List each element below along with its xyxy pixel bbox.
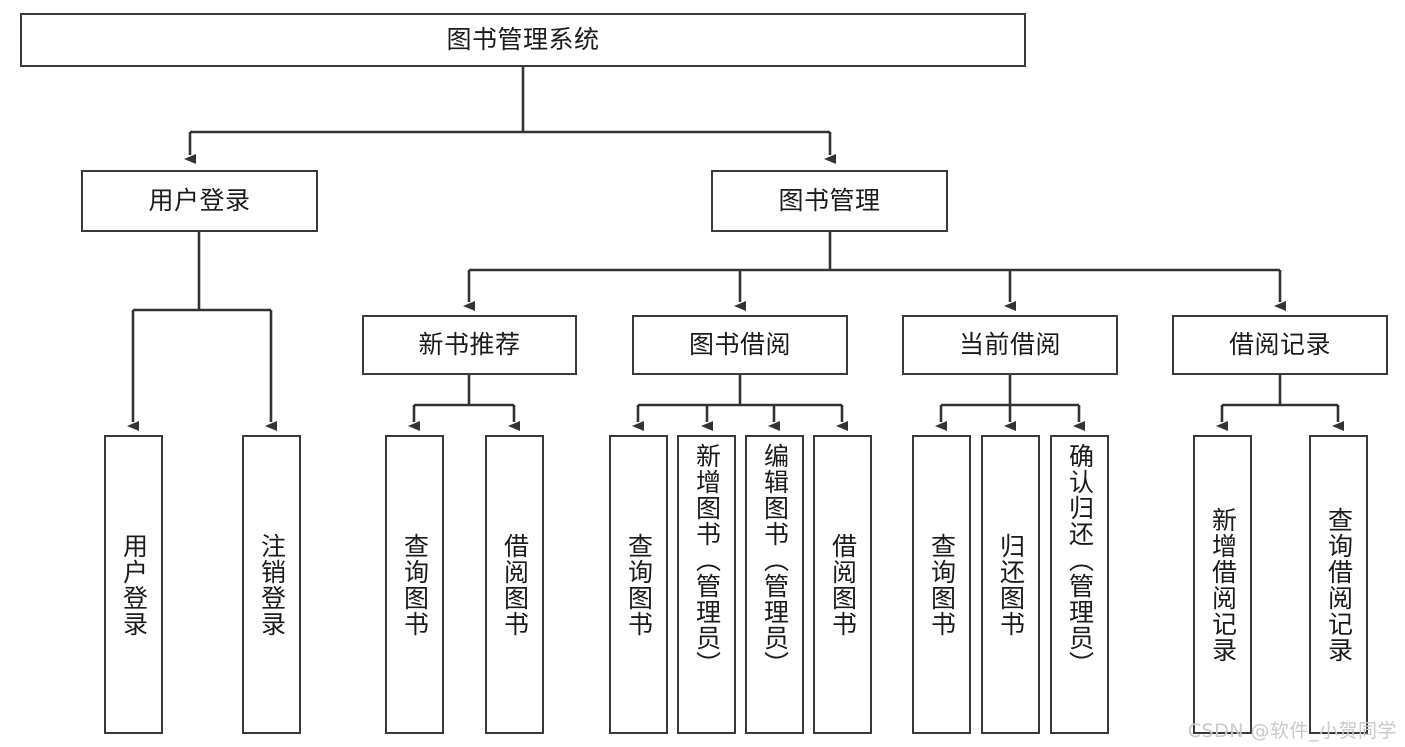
csdn-watermark: CSDN @软件_小贺同学 xyxy=(1187,720,1397,742)
leaf-borrow-book-borrow[interactable]: 借阅图书 xyxy=(813,435,872,734)
node-borrow-record[interactable]: 借阅记录 xyxy=(1172,315,1388,375)
node-user-login[interactable]: 用户登录 xyxy=(81,170,318,232)
leaf-add-borrow-record[interactable]: 新增借阅记录 xyxy=(1193,435,1252,734)
leaf-confirm-return-admin[interactable]: 确认归还（管理员） xyxy=(1050,435,1109,734)
leaf-add-book-admin[interactable]: 新增图书（管理员） xyxy=(677,435,736,734)
leaf-label: 查询图书 xyxy=(927,532,957,637)
leaf-return-book[interactable]: 归还图书 xyxy=(981,435,1040,734)
node-new-book-recommend[interactable]: 新书推荐 xyxy=(362,315,577,375)
node-book-management[interactable]: 图书管理 xyxy=(711,170,948,232)
leaf-label: 借阅图书 xyxy=(828,532,858,637)
node-root-book-management-system[interactable]: 图书管理系统 xyxy=(20,13,1026,67)
node-current-borrow[interactable]: 当前借阅 xyxy=(902,315,1118,375)
leaf-label: 编辑图书（管理员） xyxy=(760,443,790,677)
leaf-user-login[interactable]: 用户登录 xyxy=(104,435,163,734)
leaf-label: 借阅图书 xyxy=(500,532,530,637)
leaf-edit-book-admin[interactable]: 编辑图书（管理员） xyxy=(745,435,804,734)
leaf-label: 新增借阅记录 xyxy=(1208,506,1238,663)
leaf-query-book-current[interactable]: 查询图书 xyxy=(912,435,971,734)
leaf-label: 新增图书（管理员） xyxy=(692,443,722,677)
leaf-label: 注销登录 xyxy=(257,532,287,637)
leaf-query-book-recommend[interactable]: 查询图书 xyxy=(385,435,444,734)
leaf-user-logout[interactable]: 注销登录 xyxy=(242,435,301,734)
leaf-query-borrow-record[interactable]: 查询借阅记录 xyxy=(1309,435,1368,734)
leaf-label: 确认归还（管理员） xyxy=(1065,443,1095,677)
leaf-query-book-borrow[interactable]: 查询图书 xyxy=(609,435,668,734)
leaf-label: 用户登录 xyxy=(119,532,149,637)
leaf-label: 查询图书 xyxy=(624,532,654,637)
leaf-label: 查询图书 xyxy=(400,532,430,637)
leaf-label: 查询借阅记录 xyxy=(1324,506,1354,663)
leaf-label: 归还图书 xyxy=(996,532,1026,637)
node-book-borrow[interactable]: 图书借阅 xyxy=(632,315,848,375)
leaf-borrow-book-recommend[interactable]: 借阅图书 xyxy=(485,435,544,734)
